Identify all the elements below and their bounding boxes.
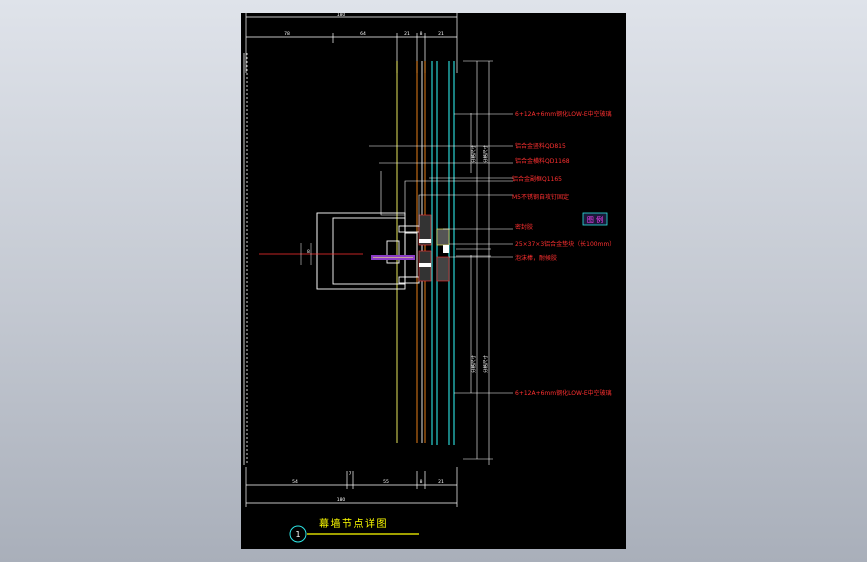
bottom-dim-1: 54 bbox=[292, 479, 298, 485]
drawing-title: 幕墙节点详图 bbox=[319, 517, 388, 530]
bottom-dim-2: 7 bbox=[349, 471, 352, 477]
bottom-overall-dim: 180 bbox=[337, 497, 346, 503]
top-dim-2: 64 bbox=[360, 31, 366, 37]
legend-box[interactable] bbox=[582, 212, 608, 226]
callout-foam: 泡沫棒，耐候胶 bbox=[515, 254, 557, 262]
center-axis bbox=[259, 243, 363, 265]
vertical-dim-label-4: 分格尺寸 bbox=[482, 355, 489, 373]
right-dimension-chains bbox=[456, 60, 493, 465]
callout-pad: 25×37×3铝合金垫块（长100mm） bbox=[515, 240, 615, 248]
bottom-dim-3: 55 bbox=[383, 479, 389, 485]
drawing-sheet: 180 78 64 21 8 21 bbox=[241, 12, 626, 549]
callout-subframe: 铝合金副框Q1165 bbox=[512, 175, 562, 183]
callout-glass-top: 6+12A+6mm钢化LOW-E中空玻璃 bbox=[515, 110, 612, 118]
vertical-dim-label-2: 分格尺寸 bbox=[482, 145, 489, 163]
callout-labels: 6+12A+6mm钢化LOW-E中空玻璃 铝合金竖料QD815 铝合金横料QD1… bbox=[512, 110, 615, 397]
callout-mullion: 铝合金竖料QD815 bbox=[515, 142, 566, 150]
callout-transom: 铝合金横料QD1168 bbox=[515, 157, 570, 165]
top-dim-4: 8 bbox=[420, 31, 423, 37]
detail-number-circle bbox=[289, 525, 307, 543]
callout-glass-bottom: 6+12A+6mm钢化LOW-E中空玻璃 bbox=[515, 389, 612, 397]
top-dim-1: 78 bbox=[284, 31, 290, 37]
callout-sealant: 密封胶 bbox=[515, 223, 533, 231]
curtain-wall-detail-drawing: 180 78 64 21 8 21 bbox=[243, 12, 615, 543]
callout-screw: M5不锈钢自攻钉固定 bbox=[512, 193, 569, 201]
leader-lines bbox=[369, 113, 513, 394]
top-overall-dim: 180 bbox=[337, 13, 346, 18]
top-dim-3: 21 bbox=[404, 31, 410, 37]
glazing-gaskets bbox=[418, 214, 450, 282]
vertical-dim-label-3: 分格尺寸 bbox=[470, 355, 477, 373]
detail-number: 1 bbox=[295, 530, 300, 539]
bottom-dimension-chain bbox=[245, 467, 458, 507]
legend-tag: 图 例 bbox=[587, 215, 603, 224]
bottom-dim-5: 21 bbox=[438, 479, 444, 485]
center-mark: 8 bbox=[307, 249, 310, 255]
vertical-dim-label-1: 分格尺寸 bbox=[470, 145, 477, 163]
transom-section bbox=[316, 212, 420, 290]
top-dim-5: 21 bbox=[438, 31, 444, 37]
bottom-dim-4: 8 bbox=[420, 479, 423, 485]
fixing-screw bbox=[371, 255, 415, 260]
left-reference-lines bbox=[243, 53, 248, 465]
top-dimension-chain bbox=[245, 13, 458, 73]
